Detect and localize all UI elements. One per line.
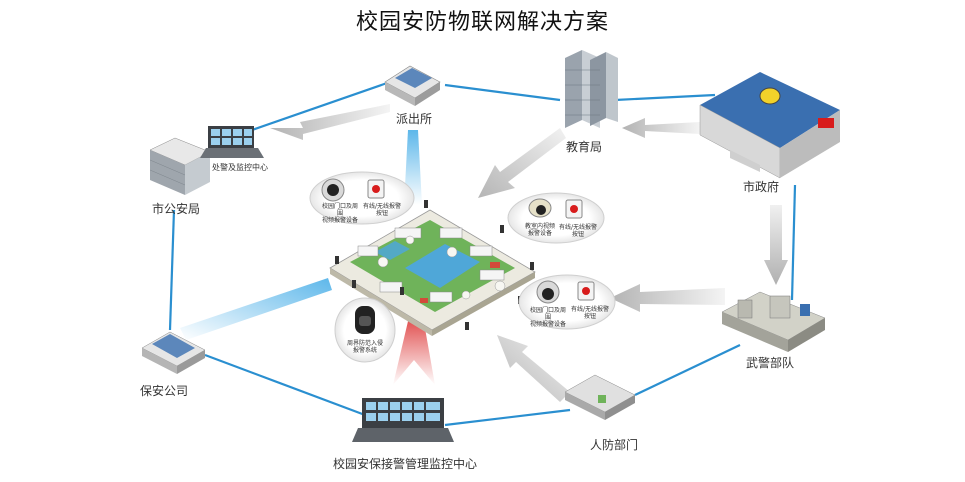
arrow-airdefense-to-campus bbox=[497, 335, 570, 402]
label-gate-camera-1: 校园门口及周围 视频报警设备 bbox=[321, 203, 358, 224]
label-police-station: 派出所 bbox=[396, 112, 433, 126]
arrow-campus-to-center bbox=[393, 300, 435, 385]
device-bubbles bbox=[309, 171, 616, 363]
arrow-government-to-armed bbox=[764, 205, 788, 285]
link-police-education bbox=[444, 83, 561, 102]
page-title: 校园安防物联网解决方案 bbox=[355, 10, 609, 35]
arrow-security-to-campus bbox=[180, 278, 332, 340]
label-armed-police: 武警部队 bbox=[746, 356, 795, 370]
label-civil-air-defense: 人防部门 bbox=[590, 438, 639, 452]
campus-center-building bbox=[352, 398, 454, 442]
police-station-building bbox=[384, 65, 441, 106]
label-perimeter-detector: 周界防范入侵 报警系统 bbox=[346, 340, 383, 354]
gray-arrows bbox=[270, 104, 788, 402]
arrow-police-to-left bbox=[270, 104, 390, 140]
arrow-armed-to-campus bbox=[610, 284, 725, 312]
label-alarm-button-1: 有线/无线报警按钮 bbox=[362, 203, 402, 217]
link-government-armed bbox=[790, 184, 797, 301]
network-links bbox=[168, 80, 797, 427]
label-campus-center: 校园安保接警管理监控中心 bbox=[333, 457, 478, 471]
label-public-security-bureau: 市公安局 bbox=[152, 202, 201, 216]
label-gate-camera-2: 校园门口及周围 视频报警设备 bbox=[529, 307, 566, 328]
education-bureau-building bbox=[565, 50, 618, 128]
alarm-center-building bbox=[200, 126, 264, 158]
armed-police-building bbox=[721, 291, 826, 352]
label-city-government: 市政府 bbox=[743, 180, 780, 194]
arrow-government-to-education bbox=[622, 118, 700, 138]
security-company-building bbox=[141, 331, 206, 374]
link-campus-airdefense bbox=[444, 408, 571, 427]
label-security-company: 保安公司 bbox=[140, 384, 189, 398]
city-government-building bbox=[699, 72, 840, 179]
link-publicsecurity-security bbox=[168, 209, 176, 331]
link-security-campus bbox=[204, 353, 366, 417]
campus-model bbox=[329, 200, 536, 336]
link-police-alarmcenter bbox=[251, 80, 391, 132]
label-alarm-center: 处警及监控中心 bbox=[212, 163, 268, 172]
link-airdefense-armed bbox=[634, 344, 741, 396]
label-classroom-camera: 教室内视频 报警设备 bbox=[524, 223, 555, 237]
label-education-bureau: 教育局 bbox=[566, 140, 603, 154]
public-security-building bbox=[149, 137, 211, 195]
link-education-government bbox=[614, 93, 716, 102]
civil-air-defense-building bbox=[564, 374, 636, 420]
label-alarm-button-3: 有线/无线报警按钮 bbox=[570, 306, 610, 320]
arrow-education-to-campus bbox=[478, 128, 566, 198]
label-alarm-button-2: 有线/无线报警按钮 bbox=[558, 224, 598, 238]
